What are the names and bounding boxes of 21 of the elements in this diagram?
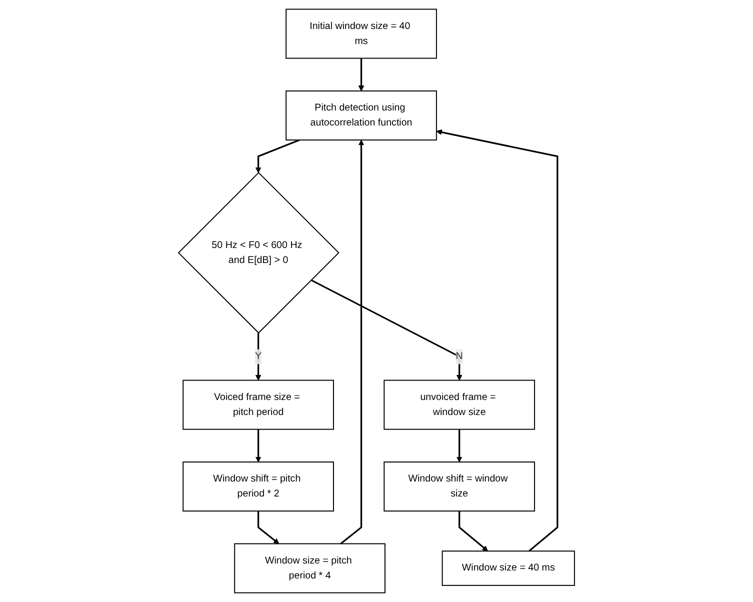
node-box: unvoiced frame = window size: [384, 380, 536, 430]
arrow: [358, 58, 364, 92]
arrow: [340, 140, 364, 544]
node-box: Pitch detection using autocorrelation function: [286, 90, 437, 140]
arrow: [310, 279, 462, 381]
arrow: [255, 332, 262, 381]
edge-label: Y: [255, 350, 262, 362]
edge-label: N: [456, 350, 463, 362]
node-box: Initial window size = 40 ms: [286, 8, 437, 59]
node-box: Window shift = window size: [384, 462, 536, 512]
node-box: Window size = pitch period * 4: [234, 543, 386, 594]
node-box: Window shift = pitch period * 2: [182, 462, 334, 512]
arrow: [458, 511, 488, 552]
arrow: [456, 429, 462, 462]
arrow: [436, 129, 558, 552]
node-box: Window size = 40 ms: [442, 550, 575, 586]
arrow: [255, 429, 262, 462]
node-box: Voiced frame size = pitch period: [182, 380, 334, 430]
arrow: [257, 511, 280, 544]
node-diamond: 50 Hz < F0 < 600 Hz and E[dB] > 0: [178, 172, 340, 334]
arrow: [255, 139, 300, 173]
